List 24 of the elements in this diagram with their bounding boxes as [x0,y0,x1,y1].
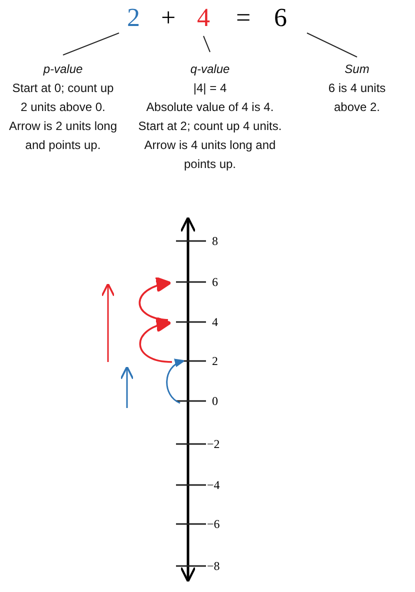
explanation-text: |4| = 4 [192,80,228,97]
equals-sign: = [236,4,251,32]
explanation-text: 6 is 4 units above 2. [327,80,387,116]
equation-number: 2 [127,4,140,32]
tick-label: −2 [207,437,220,451]
plus-sign: + [161,4,176,32]
tick-label: 0 [212,394,218,408]
explanation-text: Start at 0; count up 2 units above 0. Arrow is 2 units long and points up. [8,80,118,154]
tick-label: 2 [212,354,218,368]
explanation-text: Absolute value of 4 is 4. Start at 2; count up 4 units. Arrow is 4 units long and points up. [137,99,283,173]
leader-line [62,32,120,56]
leader-line [306,32,358,58]
leader-line [203,36,210,52]
tick-label: 8 [212,234,218,248]
tick-label: 6 [212,275,218,289]
tick-label: −4 [207,478,220,492]
tick-label: −8 [207,559,220,573]
tick-label: −6 [207,517,220,531]
tick-label: 4 [212,315,218,329]
heading: p-value [42,61,84,78]
heading: Sum [344,61,370,78]
equation-number: 6 [274,4,287,32]
heading: q-value [189,61,231,78]
equation-number: 4 [197,4,210,32]
